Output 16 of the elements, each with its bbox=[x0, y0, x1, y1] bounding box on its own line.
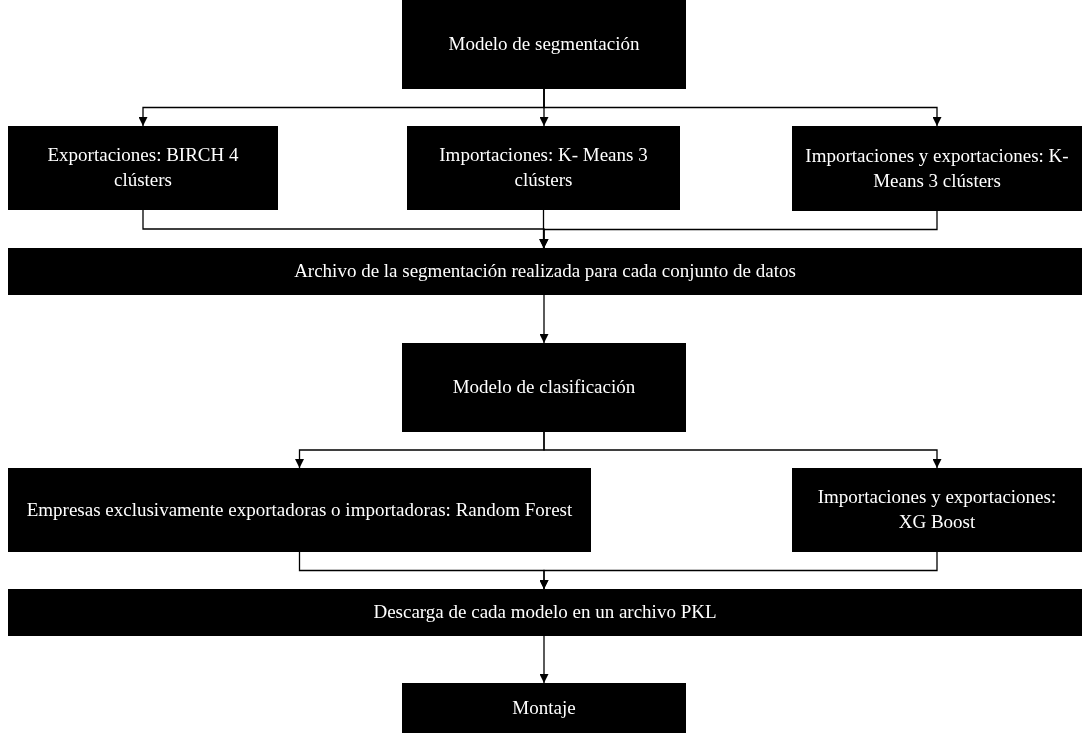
arrow bbox=[539, 635, 549, 684]
process-box: Importaciones y exportaciones: XG Boost bbox=[792, 468, 1082, 552]
process-box: Importaciones: K- Means 3 clústers bbox=[407, 126, 680, 210]
arrow bbox=[543, 431, 942, 469]
process-box: Montaje bbox=[402, 683, 686, 733]
arrow bbox=[539, 294, 549, 344]
process-box: Modelo de clasificación bbox=[402, 343, 686, 432]
process-bar: Archivo de la segmentación realizada para cada conjunto de datos bbox=[8, 248, 1082, 295]
process-box: Importaciones y exportaciones: K- Means 3 clústers bbox=[792, 126, 1082, 211]
process-box: Empresas exclusivamente exportadoras o importadoras: Random Forest bbox=[8, 468, 591, 552]
process-bar: Descarga de cada modelo en un archivo PKL bbox=[8, 589, 1082, 636]
arrow bbox=[539, 551, 938, 590]
arrow bbox=[543, 88, 942, 127]
arrow bbox=[539, 210, 938, 249]
process-box: Exportaciones: BIRCH 4 clústers bbox=[8, 126, 278, 210]
process-box: Modelo de segmentación bbox=[402, 0, 686, 89]
